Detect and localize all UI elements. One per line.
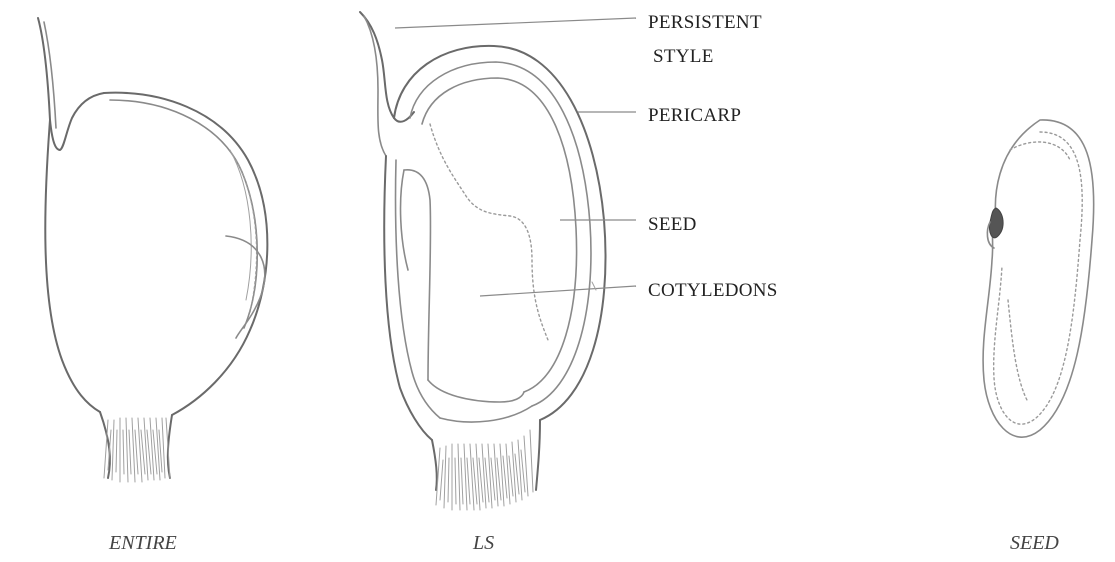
label-persistent: PERSISTENT xyxy=(648,12,762,33)
label-seed: SEED xyxy=(648,214,697,235)
entire-fruit-drawing xyxy=(38,18,267,482)
caption-ls: LS xyxy=(472,532,494,554)
seed-drawing xyxy=(983,120,1094,437)
caption-seed: SEED xyxy=(1010,532,1059,554)
label-style: STYLE xyxy=(653,46,714,67)
leader-cotyledons xyxy=(480,286,636,296)
label-cotyledons: COTYLEDONS xyxy=(648,280,778,301)
longitudinal-section-drawing xyxy=(360,12,636,510)
leader-persistent-style xyxy=(395,18,636,28)
caption-entire: ENTIRE xyxy=(108,532,177,554)
label-pericarp: PERICARP xyxy=(648,105,741,126)
